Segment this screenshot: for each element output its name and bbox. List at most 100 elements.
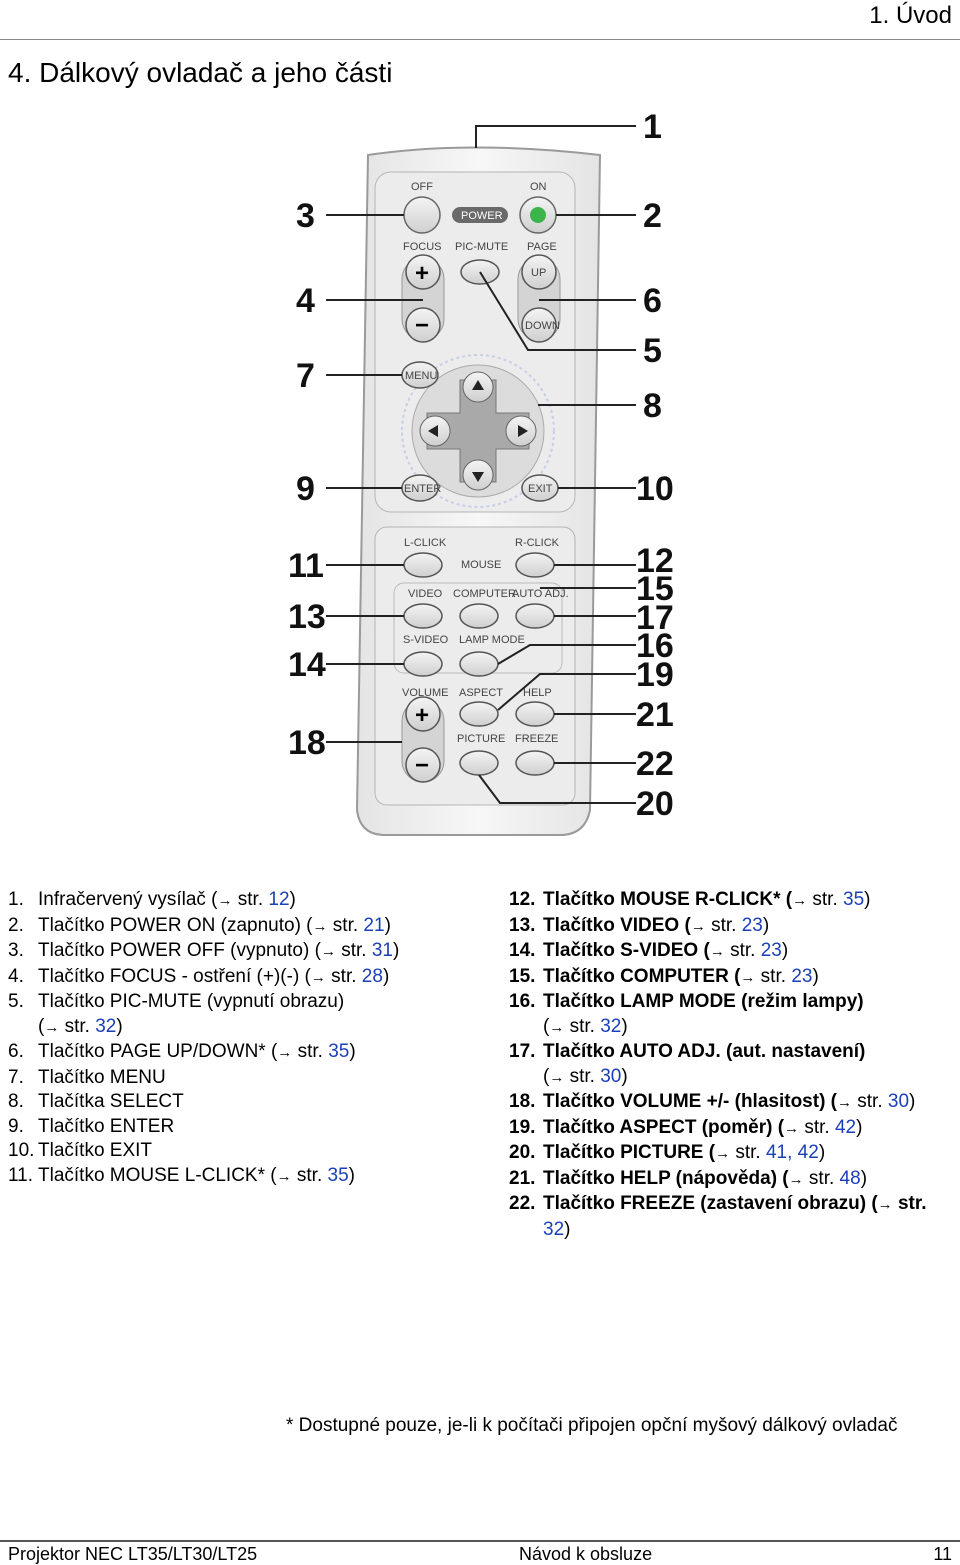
volume-minus-button [405,747,441,783]
freeze-button [515,750,555,776]
page-reference: 35 [327,1164,349,1186]
page-reference: 48 [839,1167,861,1189]
page-reference: 35 [328,1041,350,1062]
arrow-icon: → [792,892,808,909]
arrow-icon: → [837,1094,852,1111]
footer-manual: Návod k obsluze [519,1544,653,1564]
callout-4: 4 [296,282,315,320]
page-reference: 30 [887,1091,910,1112]
list-item: 20.Tlačítko PICTURE (→ str. 41, 42) [509,1141,959,1167]
list-item: 15.Tlačítko COMPUTER (→ str. 23) [509,965,959,991]
item-number: 2. [8,914,24,936]
item-text: Tlačítko POWER OFF (vypnuto) (→ str. 31) [38,939,399,965]
page-reference: 32 [95,1015,117,1037]
callout-2: 2 [643,197,662,235]
item-text: Tlačítko LAMP MODE (režim lampy)(→ str. … [543,990,864,1040]
item-number: 21. [509,1167,536,1189]
arrow-icon: → [217,892,233,909]
callout-11: 11 [288,547,324,585]
page-reference: 32 [543,1218,565,1240]
pic-mute-label: PIC-MUTE [455,241,508,253]
item-number: 22. [509,1193,536,1214]
arrow-icon: → [312,917,328,935]
page-reference: 23 [791,965,813,987]
callout-18: 18 [288,724,326,762]
help-button [515,701,555,727]
page-reference: 23 [741,914,763,936]
item-number: 1. [8,889,24,910]
item-text: Tlačítko VOLUME +/- (hlasitost) (→ str. … [543,1090,915,1116]
item-text: Tlačítko AUTO ADJ. (aut. nastavení)(→ st… [543,1040,865,1090]
focus-minus-sign: − [415,312,429,339]
on-led-icon [530,207,546,223]
item-reference-line: (→ str. 32) [543,1016,628,1037]
list-item: 19.Tlačítko ASPECT (poměr) (→ str. 42) [509,1116,959,1142]
callout-21: 21 [636,696,674,734]
page-down-button [521,307,557,343]
list-item: 4. Tlačítko FOCUS - ostření (+)(-) (→ str… [8,965,478,991]
arrow-icon: → [44,1018,60,1036]
arrow-icon: → [784,1119,800,1137]
video-button [403,603,443,629]
item-number: 4. [8,965,24,987]
page-title: 4. Dálkový ovladač a jeho části [8,57,393,88]
arrow-icon: → [788,1170,804,1188]
lamp-mode-label: LAMP MODE [459,634,525,646]
item-text: Tlačítko VIDEO (→ str. 23) [543,914,769,940]
power-label: POWER [461,210,503,222]
item-text: Tlačítko MOUSE R-CLICK* (→ str. 35) [543,888,871,914]
freeze-label: FREEZE [515,733,558,745]
page-reference: 21 [363,914,385,936]
auto-adj-button [515,603,555,629]
arrow-up-icon [472,380,484,390]
volume-plus-button [405,696,441,732]
arrow-icon: → [277,1044,293,1061]
callout-20: 20 [636,785,674,823]
enter-label: ENTER [404,483,441,495]
r-click-button [515,552,555,578]
help-label: HELP [523,687,552,699]
picture-button [459,750,499,776]
list-item: 9.Tlačítko ENTER [8,1115,478,1140]
on-label: ON [530,181,547,193]
item-text: Tlačítko S-VIDEO (→ str. 23) [543,939,788,965]
item-number: 18. [509,1091,536,1112]
arrow-icon: → [276,1167,292,1185]
page-up-button [521,254,557,290]
arrow-right-icon [518,425,528,437]
callout-8: 8 [643,387,662,425]
list-item: 18. Tlačítko VOLUME +/- (hlasitost) (→ st… [509,1090,959,1116]
callout-9: 9 [296,470,315,508]
l-click-label: L-CLICK [404,537,447,549]
parts-list-right: 12.Tlačítko MOUSE R-CLICK* (→ str. 35)13… [509,888,959,1242]
off-label: OFF [411,181,433,193]
item-number: 7. [8,1066,24,1088]
callout-5: 5 [643,332,662,370]
picture-label: PICTURE [457,733,505,745]
remote-control-figure: OFF ON POWER FOCUS PIC-MUTE PAGE + − UP … [288,108,674,836]
arrow-icon: → [320,943,336,960]
list-item: 3. Tlačítko POWER OFF (vypnuto) (→ str. 3… [8,939,478,965]
footer-rule [0,1540,960,1542]
item-text: Tlačítko FOCUS - ostření (+)(-) (→ str. … [38,965,389,991]
power-badge [452,207,508,223]
focus-minus-button [405,307,441,343]
select-pad-cross [426,379,530,483]
list-item: 21.Tlačítko HELP (nápověda) (→ str. 48) [509,1167,959,1193]
page-reference: 30 [600,1065,622,1087]
arrow-down-icon [472,472,484,482]
item-text: Tlačítko PIC-MUTE (vypnutí obrazu)(→ str… [38,990,344,1040]
s-video-label: S-VIDEO [403,634,449,646]
item-text: Tlačítko POWER ON (zapnuto) (→ str. 21) [38,914,391,940]
item-number: 3. [8,940,24,961]
list-item: 14.Tlačítko S-VIDEO (→ str. 23) [509,939,959,965]
list-item: 2. Tlačítko POWER ON (zapnuto) (→ str. 21… [8,914,478,940]
page-reference: 12 [268,889,290,910]
item-number: 11. [8,1164,34,1186]
page-reference: 35 [843,889,865,910]
focus-plus-button [405,254,441,290]
item-number: 12. [509,889,536,910]
page-reference: 32 [600,1015,622,1037]
footnote: * Dostupné pouze, je-li k počítači připo… [286,1415,898,1436]
item-text: Tlačítko ENTER [38,1115,175,1137]
